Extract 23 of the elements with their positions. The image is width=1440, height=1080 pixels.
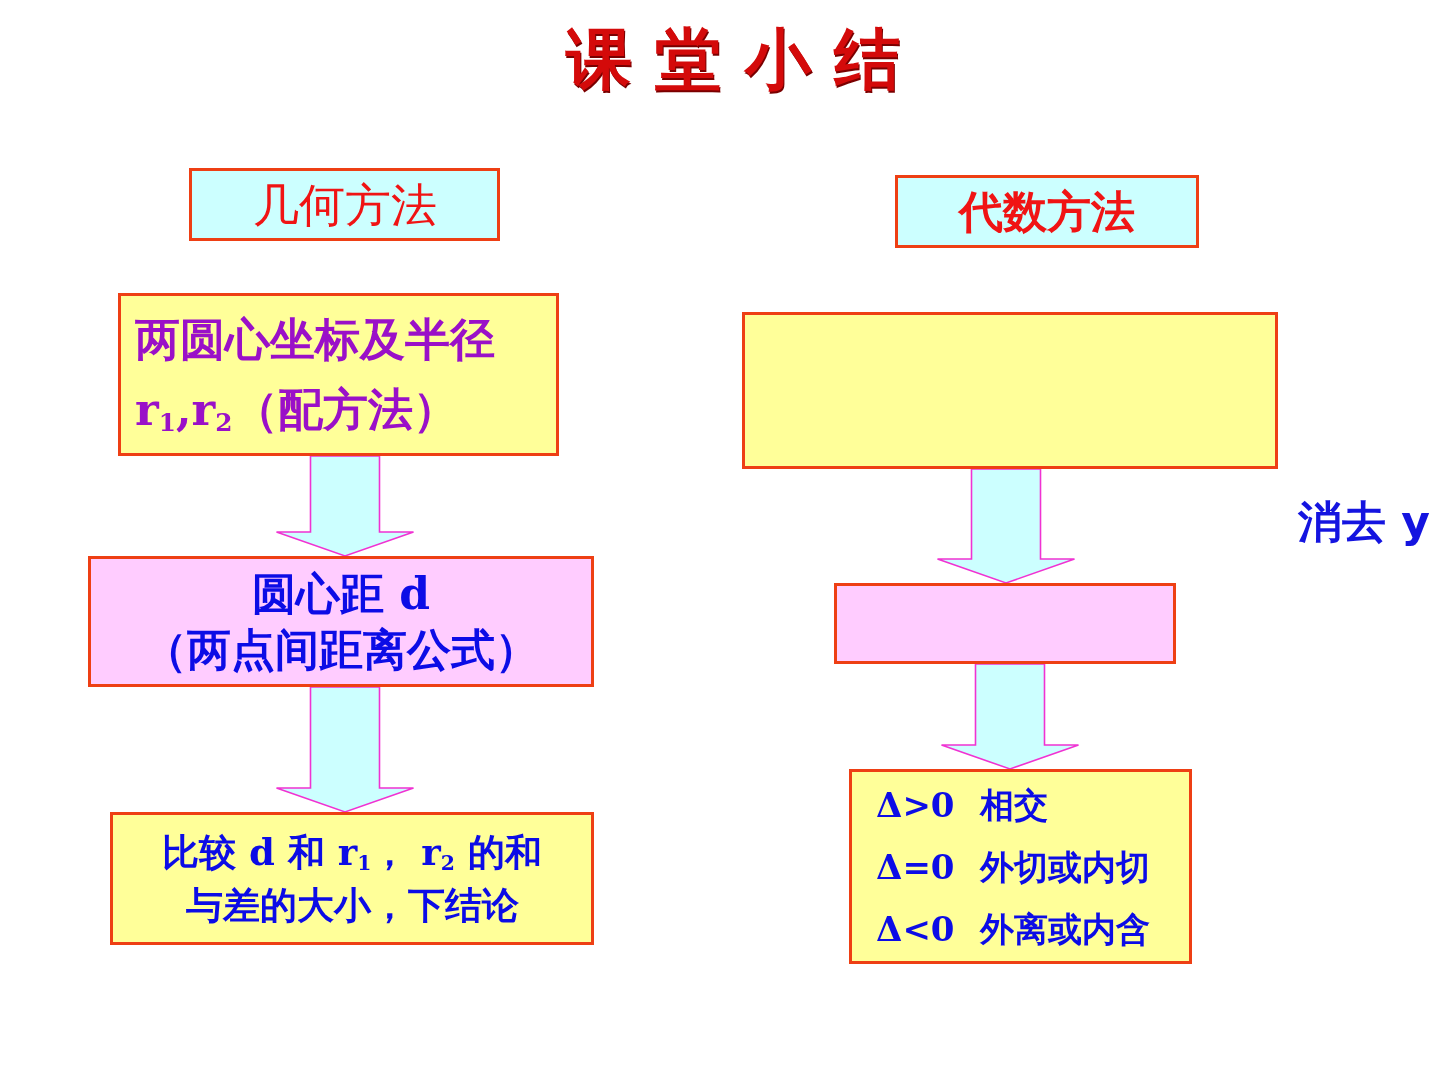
step-text: 比较 d 和 r$_{1}$， r$_{2}$ 的和与差的大小，下结论 (161, 828, 543, 929)
step-text: 两圆心坐标及半径 r$_{1}$,r$_{2}$（配方法） (135, 311, 496, 439)
slide-title: 课堂小结 (566, 20, 900, 100)
step-note: 消去 y (1298, 495, 1430, 549)
result-box (849, 769, 1192, 964)
condition-text: Δ=0 外切或内切 (876, 845, 1151, 889)
condition-text: Δ<0 外离或内含 (876, 907, 1151, 951)
block-arrow (275, 686, 415, 813)
block-arrow (275, 455, 415, 557)
block-arrow (940, 663, 1080, 770)
block-arrow (936, 468, 1076, 584)
method-heading: 代数方法 (959, 184, 1135, 239)
step-box (834, 583, 1176, 664)
step-box (742, 312, 1278, 469)
step-box (110, 812, 594, 945)
heading-box (189, 168, 500, 241)
step-box (88, 556, 594, 687)
step-text: （两点间距离公式） (143, 622, 539, 677)
heading-box (895, 175, 1199, 248)
step-box (118, 293, 559, 456)
method-heading: 几何方法 (252, 176, 437, 234)
step-text: 圆心距 d (251, 566, 431, 621)
condition-text: Δ>0 相交 (876, 783, 1049, 827)
